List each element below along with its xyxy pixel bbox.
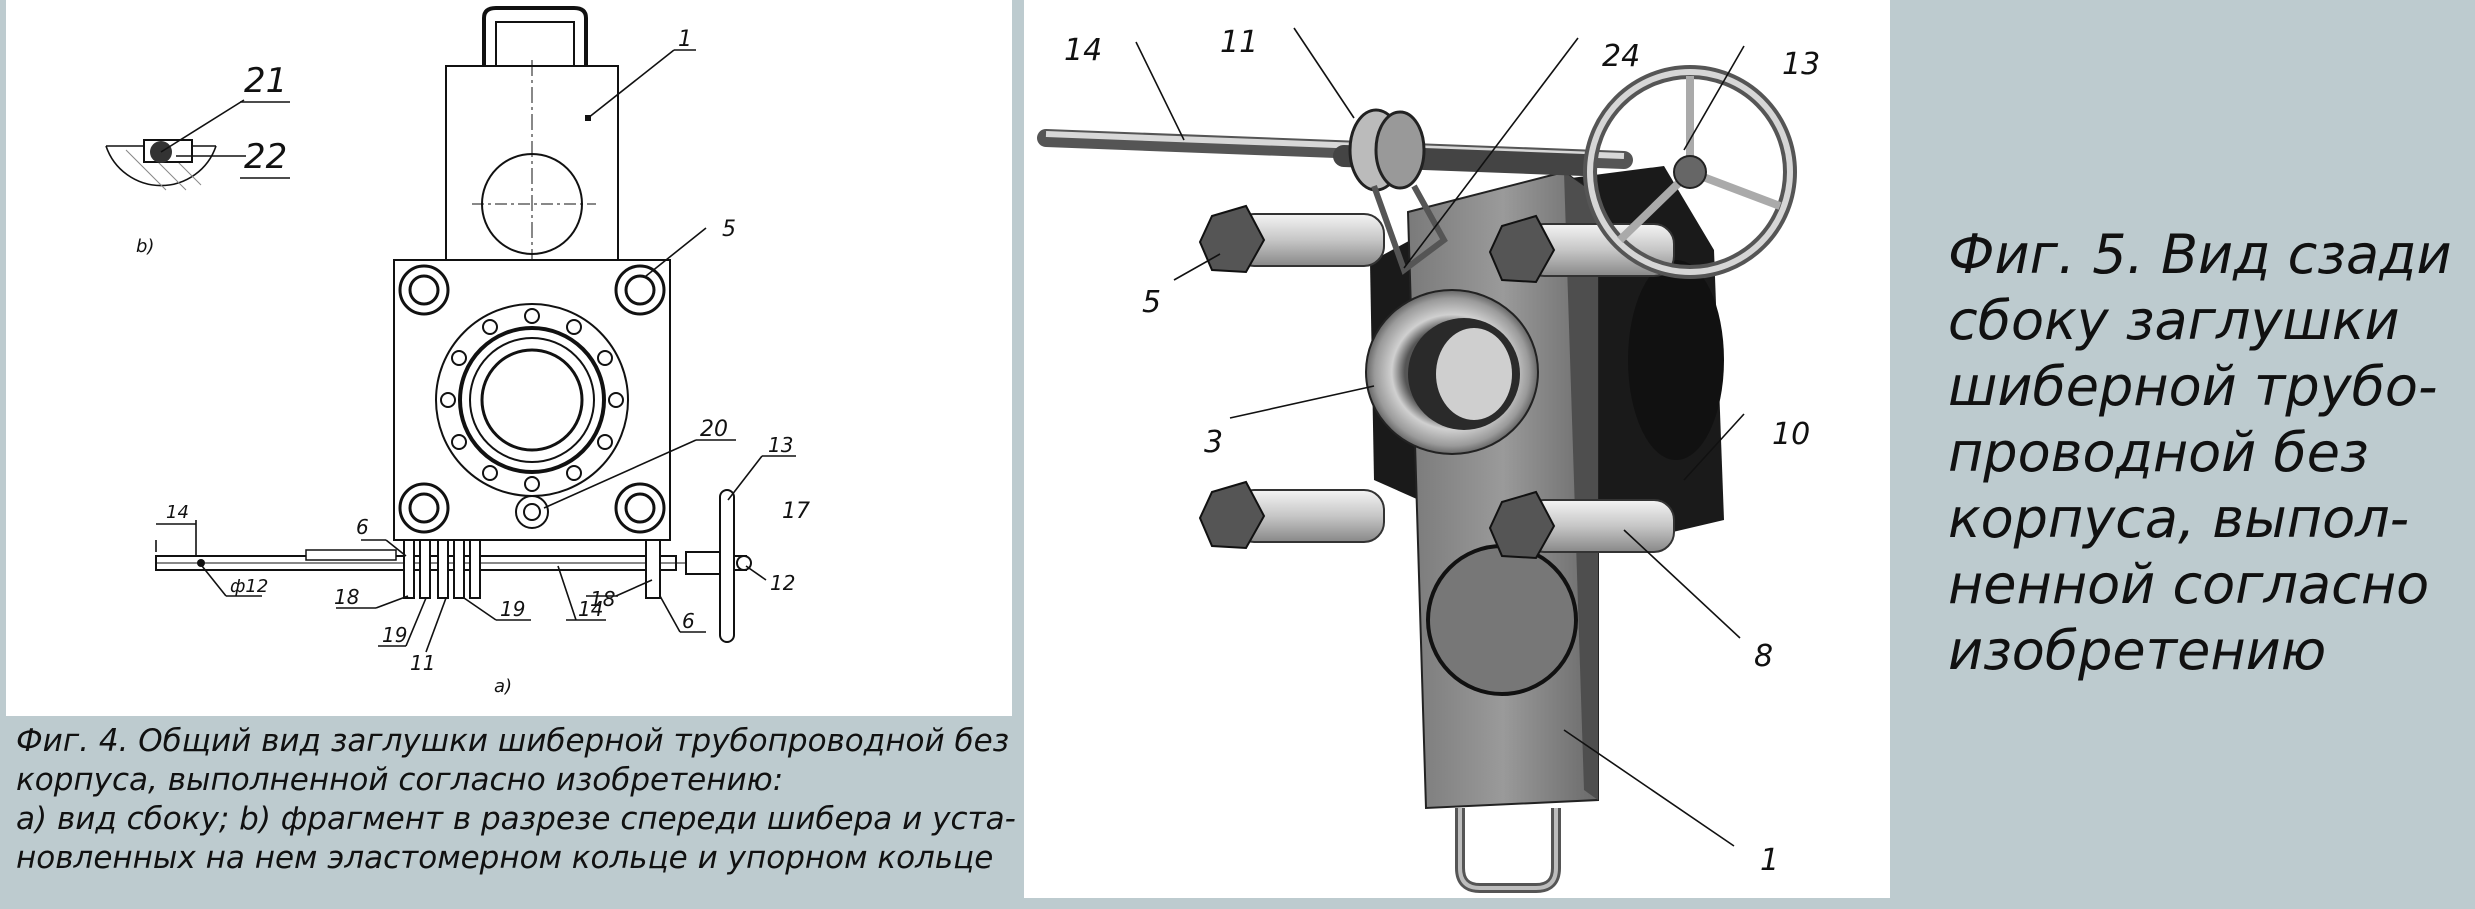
belt bbox=[1371, 184, 1448, 275]
label-18-left: 18 bbox=[334, 585, 359, 609]
fig5-caption: Фиг. 5. Вид сзади сбоку заглушки шиберно… bbox=[1948, 222, 2468, 684]
label-5: 5 bbox=[722, 217, 736, 242]
top-handle bbox=[482, 6, 588, 68]
fig5-caption-line4: проводной без bbox=[1948, 421, 2369, 484]
fig5-caption-line1: Фиг. 5. Вид сзади bbox=[1948, 223, 2452, 286]
label-14: 14 bbox=[578, 597, 603, 621]
label-20: 20 bbox=[700, 417, 728, 442]
label-8: 8 bbox=[1754, 639, 1773, 674]
handwheel-edge bbox=[719, 489, 735, 643]
label-10: 10 bbox=[1772, 417, 1810, 452]
label-13: 13 bbox=[768, 433, 793, 457]
label-17: 17 bbox=[782, 499, 810, 524]
label-1: 1 bbox=[1760, 843, 1779, 878]
fig5-caption-line5: корпуса, выпол- bbox=[1948, 487, 2410, 550]
fig5-panel: 14 11 24 13 5 3 10 8 1 bbox=[1024, 0, 1890, 898]
label-5: 5 bbox=[1142, 285, 1161, 320]
label-18-right: 18 bbox=[590, 587, 615, 611]
fig4-caption-line1: Фиг. 4. Общий вид заглушки шиберной труб… bbox=[16, 723, 1010, 759]
label-3: 3 bbox=[1204, 425, 1223, 460]
label-6-left: 6 bbox=[356, 515, 369, 539]
fig5-caption-line7: изобретению bbox=[1948, 619, 2327, 682]
fig5-caption-line6: ненной согласно bbox=[1948, 553, 2430, 616]
fig5-caption-line3: шиберной трубо- bbox=[1948, 355, 2438, 418]
label-11: 11 bbox=[410, 651, 435, 675]
fig4-caption-line2: корпуса, выполненной согласно изобретени… bbox=[16, 762, 784, 798]
label-24: 24 bbox=[1602, 39, 1640, 74]
fig4-caption: Фиг. 4. Общий вид заглушки шиберной труб… bbox=[16, 722, 1016, 878]
label-sub-b: b) bbox=[136, 236, 154, 257]
flange-holes bbox=[440, 308, 624, 492]
label-phi12: ф12 bbox=[230, 576, 268, 597]
label-19-right: 19 bbox=[500, 597, 525, 621]
label-14: 14 bbox=[1064, 33, 1102, 68]
bottom-handle bbox=[1455, 808, 1561, 893]
label-19-left: 19 bbox=[382, 623, 407, 647]
label-13: 13 bbox=[1782, 47, 1820, 82]
label-11: 11 bbox=[1220, 25, 1258, 60]
fig4-caption-line3: а) вид сбоку; b) фрагмент в разрезе спер… bbox=[16, 801, 1016, 837]
label-1: 1 bbox=[678, 27, 692, 52]
inset-b-section bbox=[105, 99, 290, 191]
fig4-caption-line4: новленных на нем эластомерном кольце и у… bbox=[16, 840, 994, 876]
fig5-render: 14 11 24 13 5 3 10 8 1 bbox=[1037, 25, 1820, 893]
fig5-caption-line2: сбоку заглушки bbox=[1948, 289, 2400, 352]
label-sub-a: a) bbox=[494, 676, 512, 697]
label-14-dim: 14 bbox=[166, 502, 189, 523]
handwheel bbox=[1583, 65, 1797, 279]
fig4-panel: 21 22 b) 1 5 20 bbox=[6, 0, 1012, 716]
fig4-drawing: 21 22 b) 1 5 20 bbox=[105, 6, 810, 697]
label-21: 21 bbox=[244, 61, 287, 101]
bolt-group bbox=[398, 264, 666, 534]
label-6-right: 6 bbox=[682, 609, 695, 633]
label-22: 22 bbox=[244, 137, 287, 177]
label-12: 12 bbox=[770, 571, 795, 595]
gate-hole bbox=[1426, 544, 1578, 696]
